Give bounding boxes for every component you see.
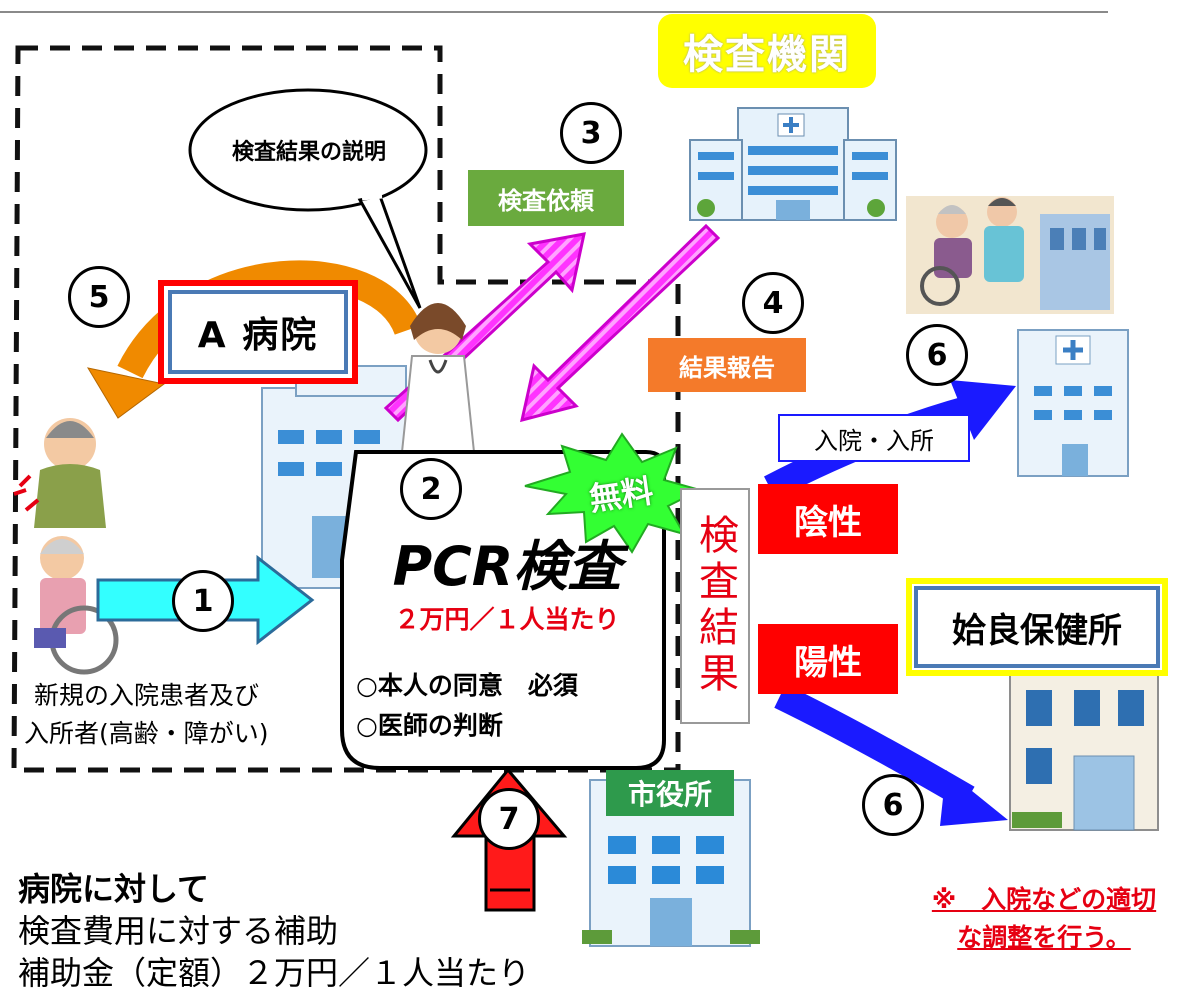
- city-office-sign: 市役所: [627, 778, 712, 811]
- report-label: 結果報告: [648, 338, 806, 392]
- step-1-circle: 1: [172, 570, 234, 632]
- request-label: 検査依頼: [468, 170, 624, 226]
- free-starburst: [524, 432, 703, 554]
- patients-label-line2: 入所者(高齢・障がい): [24, 719, 269, 748]
- step-5-circle: 5: [68, 266, 130, 328]
- lab-building-icon: [689, 107, 897, 221]
- step-7-circle: 7: [478, 788, 540, 850]
- city-office-building-icon: [582, 770, 760, 947]
- lab-label: 検査機関: [658, 14, 876, 88]
- note-line1: ※ 入院などの適切: [931, 885, 1157, 914]
- step-6b-circle: 6: [862, 774, 924, 836]
- pcr-title: PCR検査: [392, 535, 622, 598]
- pcr-price: ２万円／１人当たり: [394, 605, 620, 634]
- pcr-condition-doctor: ○医師の判断: [356, 711, 503, 740]
- step-6a-circle: 6: [906, 324, 968, 386]
- hospital-small-icon: [1017, 329, 1129, 477]
- speech-bubble: [188, 88, 428, 309]
- doctor-icon: [400, 303, 476, 460]
- care-facility-icon: [906, 196, 1114, 314]
- hospital-label: A 病院: [158, 280, 358, 384]
- patient-sick-man-icon: [13, 418, 106, 528]
- admission-label: 入院・入所: [778, 414, 970, 462]
- step-4-circle: 4: [742, 272, 804, 334]
- pcr-condition-consent: ○本人の同意 必須: [356, 671, 578, 700]
- magenta-arrow-report: [520, 223, 721, 423]
- note-line2: な調整を行う。: [957, 923, 1131, 952]
- subsidy-line1: 検査費用に対する補助: [18, 912, 339, 950]
- positive-badge: 陽性: [758, 624, 898, 694]
- patients-label-line1: 新規の入院患者及び: [34, 681, 260, 710]
- health-center-building-icon: [1006, 654, 1162, 831]
- health-center-label: 姶良保健所: [906, 578, 1168, 676]
- subsidy-heading: 病院に対して: [18, 870, 210, 908]
- blue-arrow-health-center: [774, 684, 1008, 826]
- step-3-circle: 3: [560, 102, 622, 164]
- top-rule: [0, 11, 1108, 13]
- negative-badge: 陰性: [758, 484, 898, 554]
- subsidy-line2: 補助金（定額）２万円／１人当たり: [18, 954, 531, 992]
- patient-wheelchair-woman-icon: [34, 536, 119, 675]
- speech-text: 検査結果の説明: [231, 140, 386, 165]
- hospital-boundary-dashed: [11, 45, 681, 773]
- step-2-circle: 2: [400, 458, 462, 520]
- result-vertical-label: 検査結果: [680, 488, 750, 724]
